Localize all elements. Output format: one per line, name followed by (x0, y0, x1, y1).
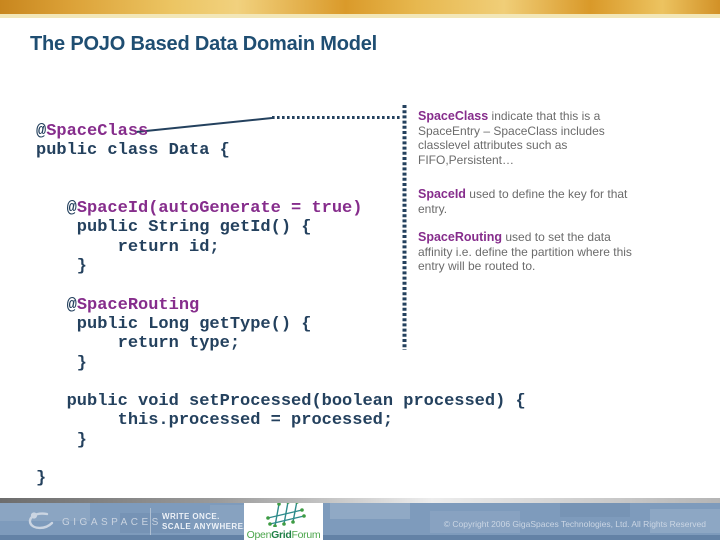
code-line: @SpaceId(autoGenerate = true) (36, 199, 526, 218)
code-line: } (36, 354, 526, 373)
footer-mosaic-tile (0, 503, 90, 521)
opengridforum-logo-text: OpenGridForum (246, 529, 321, 540)
footer-mosaic-tile (330, 503, 410, 519)
gigaspaces-logo-icon (28, 512, 54, 530)
footer-tagline: WRITE ONCE. SCALE ANYWHERE. (162, 512, 246, 532)
code-token: return type; (36, 334, 241, 354)
code-token: } (36, 353, 88, 373)
opengridforum-logo: OpenGridForum (244, 503, 323, 540)
tagline-line-1: WRITE ONCE. (162, 512, 220, 521)
code-annotation-token: SpaceRouting (76, 295, 200, 315)
footer-mosaic-tile (120, 513, 190, 533)
code-token: @ (36, 122, 47, 141)
annotation-keyword: SpaceClass (418, 109, 489, 123)
code-token: this.processed = processed; (36, 411, 394, 431)
code-token: public String getId() { (36, 218, 312, 238)
annotation-keyword: SpaceId (418, 187, 466, 201)
footer-top-gradient-line (0, 498, 720, 503)
code-token: @ (36, 199, 77, 219)
gigaspaces-logo: GIGASPACES (26, 510, 162, 534)
opengridforum-logo-icon (265, 503, 306, 528)
footer-blue-bar: GIGASPACES WRITE ONCE. SCALE ANYWHERE. (0, 503, 720, 540)
code-token: } (36, 430, 88, 450)
footer-mosaic-tile (650, 509, 720, 533)
code-token: return id; (36, 237, 220, 257)
code-line (36, 450, 526, 469)
code-token: @ (36, 295, 77, 315)
code-line: @SpaceClass (36, 122, 526, 141)
slide-title: The POJO Based Data Domain Model (30, 33, 378, 55)
code-line: this.processed = processed; (36, 411, 526, 430)
code-line (36, 373, 526, 392)
footer-divider (150, 508, 151, 535)
code-line: public Long getType() { (36, 315, 526, 334)
code-line: return id; (36, 238, 526, 257)
code-line: } (36, 257, 526, 276)
footer-mosaic-tile (560, 503, 630, 517)
footer-copyright: © Copyright 2006 GigaSpaces Technologies… (443, 519, 706, 529)
code-line: } (36, 469, 526, 488)
code-line: } (36, 431, 526, 450)
code-token: public void setProcessed(boolean process… (36, 392, 526, 412)
tagline-line-2: SCALE ANYWHERE. (162, 522, 246, 531)
header-accent-strip (0, 14, 720, 18)
footer-mosaic-tile (430, 511, 520, 533)
code-token: } (36, 469, 47, 489)
code-line (36, 276, 526, 295)
gigaspaces-logo-text: GIGASPACES (62, 516, 162, 528)
code-line: return type; (36, 334, 526, 353)
code-token: public Long getType() { (36, 314, 312, 334)
code-line: public class Data { (36, 141, 526, 160)
code-token: public class Data { (36, 141, 230, 161)
code-line: public void setProcessed(boolean process… (36, 392, 526, 411)
footer-bar: GIGASPACES WRITE ONCE. SCALE ANYWHERE. (0, 498, 720, 540)
code-line: @SpaceRouting (36, 296, 526, 315)
code-annotation-token: SpaceId(autoGenerate = true) (76, 199, 363, 219)
header-accent-bar (0, 0, 720, 14)
code-token: } (36, 257, 88, 277)
footer-bottom-strip (0, 535, 720, 540)
code-annotation-token: SpaceClass (46, 122, 149, 141)
annotation-keyword: SpaceRouting (418, 230, 503, 244)
code-line: public String getId() { (36, 218, 526, 237)
